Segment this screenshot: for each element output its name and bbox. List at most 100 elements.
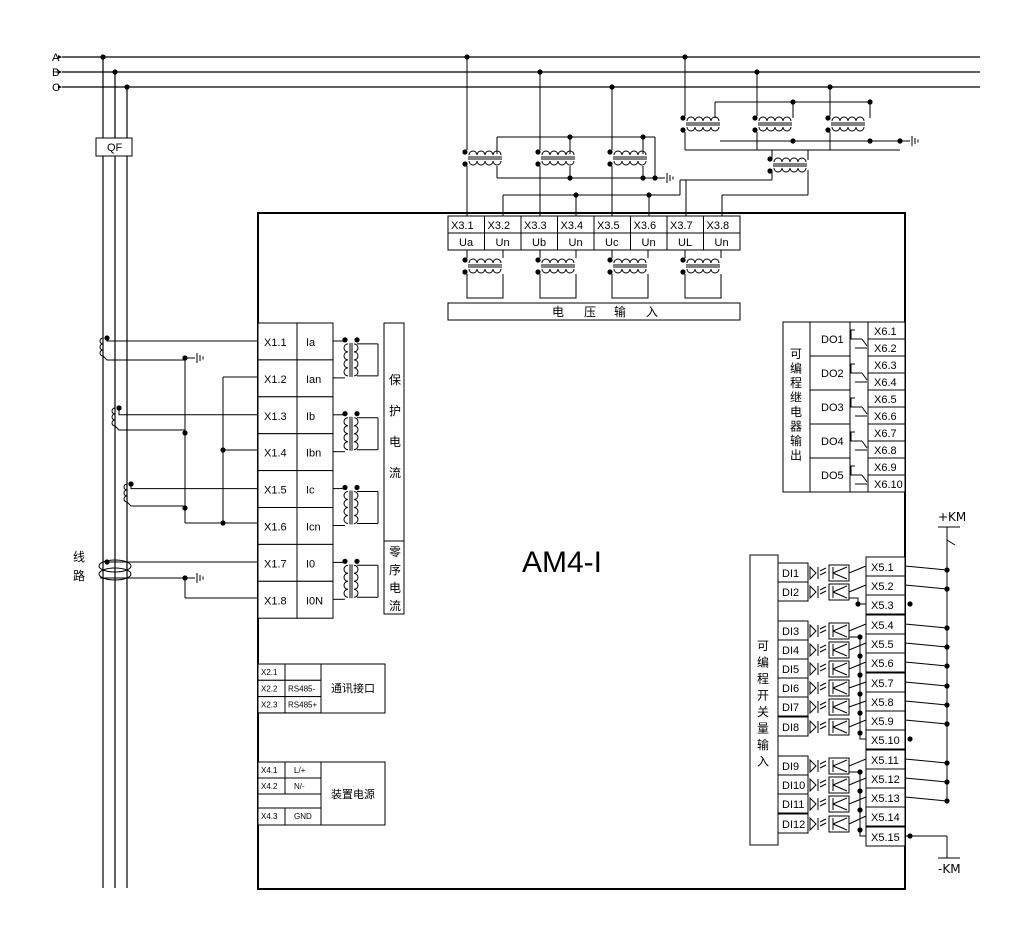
di-input-name: DI5 [782, 664, 799, 676]
current-signal-cell [296, 543, 334, 582]
relay-contact-icon [850, 363, 862, 374]
power-label: 装置电源 [331, 787, 375, 801]
zero-current-char: 流 [389, 599, 401, 613]
voltage-signal-cell [703, 232, 741, 251]
km-input-wire [904, 758, 948, 764]
opto-transistor [832, 765, 848, 773]
voltage-input-char: 输 [614, 304, 626, 319]
opto-diode [809, 719, 819, 735]
phase-label-c: C [52, 82, 60, 94]
opto-diode [809, 796, 819, 812]
junction-dot [567, 175, 573, 181]
junction-dot [573, 192, 579, 198]
polarity-dot [752, 127, 758, 133]
opto-arrow [819, 629, 827, 634]
di-input-name: DI10 [782, 780, 805, 792]
relay-terminal-id: X6.2 [874, 343, 897, 355]
current-signal-label: Ian [306, 374, 321, 386]
relay-label-char: 程 [790, 375, 802, 390]
di-wire [848, 758, 867, 767]
voltage-input-char: 压 [584, 305, 596, 319]
di-wire [848, 719, 867, 728]
opto-arrow [819, 644, 827, 649]
junction-dot [182, 430, 188, 436]
di-terminal-id: X5.10 [871, 735, 900, 747]
protect-current-char: 流 [389, 466, 401, 480]
junction-dot [857, 653, 863, 659]
di-input-name: DI11 [782, 799, 804, 811]
line-pt-icon [752, 115, 792, 133]
opto-transistor [832, 784, 848, 792]
ct-ground-icon [196, 353, 204, 363]
relay-output-cell [809, 389, 851, 425]
polarity-dot [462, 257, 468, 263]
coil-bottom [758, 126, 792, 132]
internal-pt-loop [611, 274, 649, 299]
relay-contact-icon [861, 474, 868, 483]
di-input-cell [777, 581, 809, 602]
polarity-dot [607, 269, 613, 275]
voltage-terminal-id: X3.6 [634, 220, 657, 232]
coil-top [541, 150, 575, 156]
relay-label-cell [782, 321, 811, 493]
relay-label-char: 编 [790, 361, 802, 376]
opto-transistor [832, 624, 848, 632]
zero-current-bar [383, 540, 405, 615]
opto-arrow [819, 567, 827, 572]
di-terminal-id: X5.12 [871, 774, 900, 786]
opto-arrow [819, 783, 827, 788]
junction-dot [855, 601, 861, 607]
line-ct-b-icon [111, 407, 116, 427]
voltage-signal-label: Uc [605, 237, 619, 249]
relay-terminal-id: X6.6 [874, 411, 897, 423]
opto-transistor [832, 572, 848, 580]
ct-return-wire [126, 501, 185, 507]
opto-arrow [819, 586, 827, 591]
optocoupler-icon [809, 795, 850, 813]
opto-diode [809, 816, 819, 832]
polarity-dot [535, 161, 541, 167]
polarity-dot [680, 257, 686, 263]
external-pt-icon [535, 149, 575, 167]
relay-terminal-id: X6.8 [874, 445, 897, 457]
coil-right [353, 417, 359, 451]
opto-transistor [832, 778, 848, 786]
zero-seq-ct-icon [98, 559, 132, 573]
di-terminal-id: X5.8 [871, 697, 894, 709]
breaker-label: QF [107, 142, 123, 154]
opto-transistor [832, 687, 848, 695]
di-wire [848, 815, 867, 825]
polarity-dot [752, 115, 758, 121]
coil-bottom [468, 268, 502, 274]
polarity-dot [535, 269, 541, 275]
polarity-dot [825, 127, 831, 133]
comm-label: 通讯接口 [331, 682, 375, 695]
junction-dot [567, 134, 573, 140]
external-pt-icon [462, 149, 502, 167]
opto-arrow [819, 682, 827, 687]
junction-dot [944, 567, 950, 573]
opto-diode [809, 777, 819, 793]
coil-left [343, 343, 349, 377]
junction-dot [944, 779, 950, 785]
voltage-terminal-id: X3.8 [707, 220, 730, 232]
opto-arrow [819, 822, 827, 827]
opto-transistor [832, 649, 848, 657]
di-terminal-id: X5.15 [871, 832, 900, 844]
current-signal-cell [296, 470, 334, 509]
km-input-wire [904, 796, 948, 802]
voltage-signal-label: Ua [459, 237, 474, 249]
junction-dot [857, 807, 863, 813]
opto-diode [809, 680, 819, 696]
line-label-1: 线 [73, 550, 85, 564]
di-common-wire [849, 636, 866, 740]
optocoupler-icon [809, 698, 850, 716]
internal-pt-loop [539, 274, 577, 299]
km-switch-icon [946, 527, 956, 546]
optocoupler-icon [809, 815, 850, 833]
current-terminal-cell [257, 580, 298, 619]
voltage-input-bar [447, 302, 741, 321]
di-label-char: 可 [757, 639, 769, 653]
relay-terminal-cell [867, 474, 906, 493]
internal-ct-icon [342, 558, 360, 599]
